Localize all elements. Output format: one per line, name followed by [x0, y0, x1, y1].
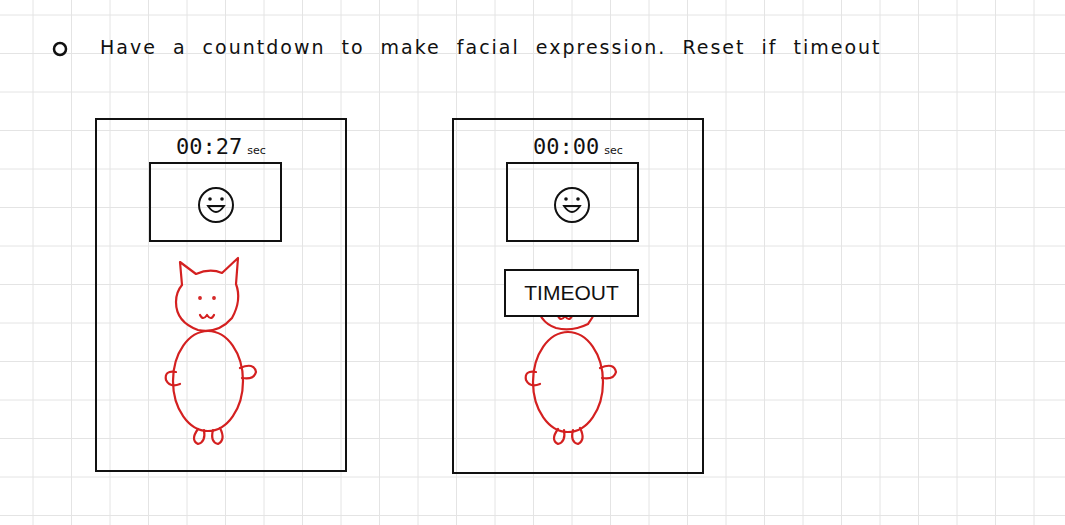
countdown-time: 00:27	[176, 134, 242, 159]
time-unit: sec	[247, 144, 266, 157]
note-title: Have a countdown to make facial expressi…	[100, 36, 882, 58]
status-label: TIMEOUT	[524, 281, 619, 305]
phone-screen: 00:00 secTIMEOUT	[452, 118, 704, 474]
timeout-box: TIMEOUT	[504, 269, 639, 317]
time-unit: sec	[604, 144, 623, 157]
phone-screen: 00:27 sec	[95, 118, 347, 472]
countdown-time: 00:00	[533, 134, 599, 159]
